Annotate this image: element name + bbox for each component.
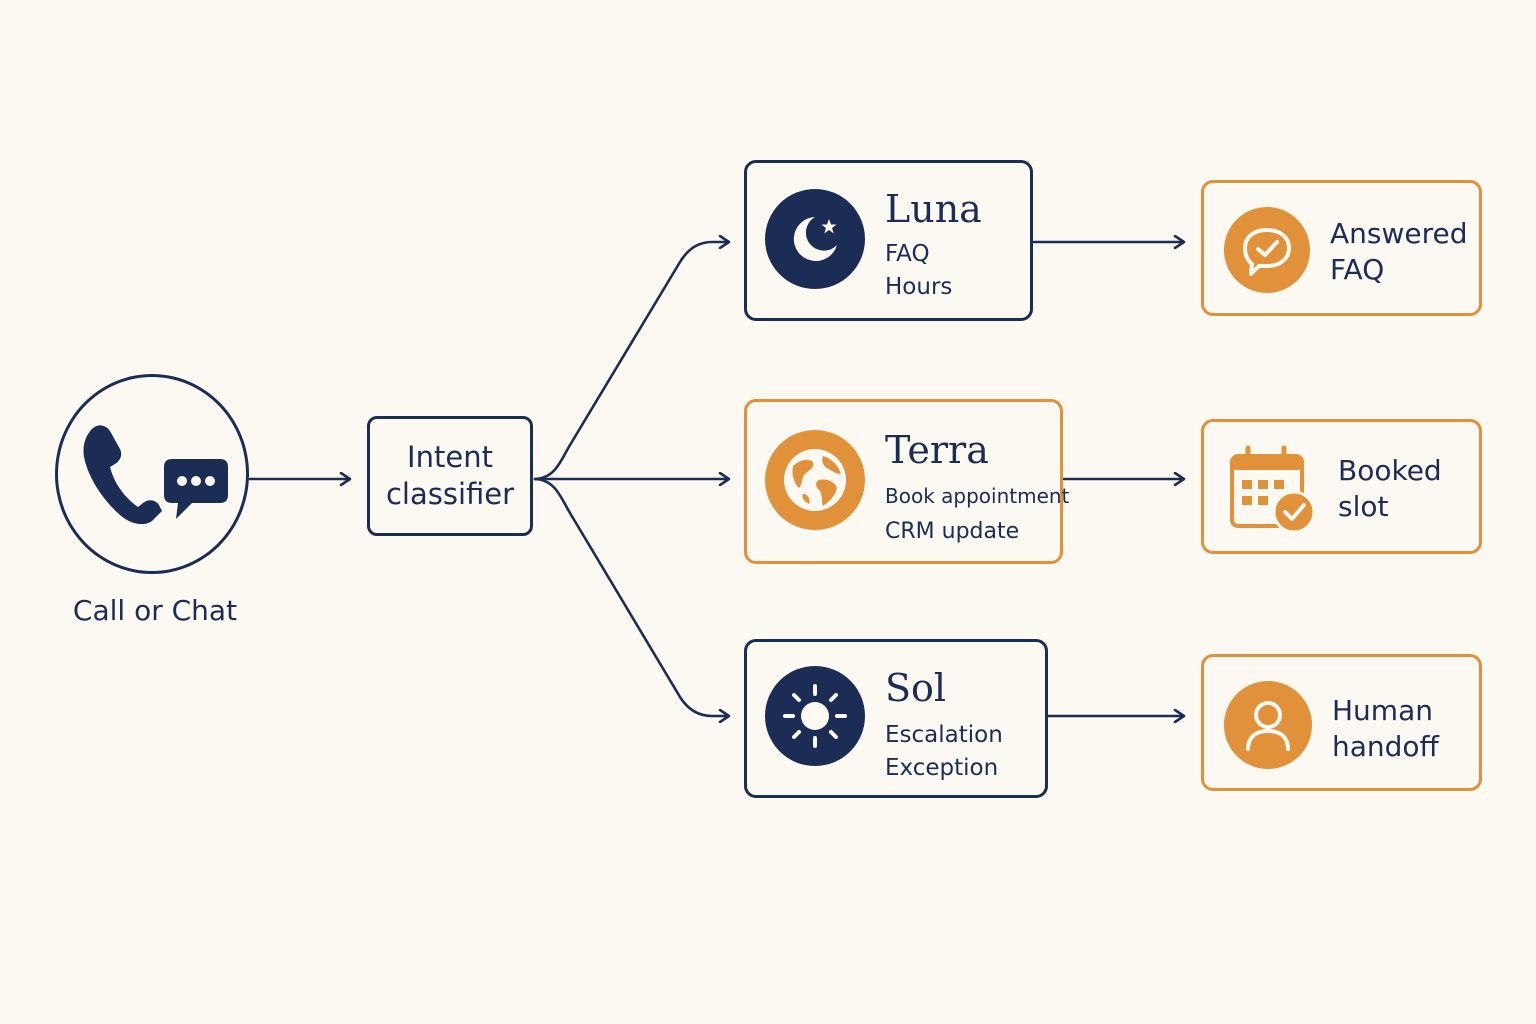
outcome-label: Human handoff bbox=[1332, 693, 1439, 765]
outcome-human-handoff-card: Human handoff bbox=[1201, 654, 1482, 791]
intent-classifier-node: Intent classifier bbox=[367, 416, 533, 536]
agent-capability: Escalation bbox=[885, 722, 1003, 748]
phone-icon bbox=[83, 425, 162, 525]
outcome-label-line1: Answered bbox=[1330, 217, 1468, 250]
classifier-label-line1: Intent bbox=[407, 440, 493, 474]
arrow-classifier-to-sol bbox=[533, 477, 728, 716]
outcome-label-line2: slot bbox=[1338, 490, 1389, 523]
agent-capability: FAQ bbox=[885, 241, 930, 267]
chat-bubble-icon bbox=[164, 459, 228, 519]
agent-name: Terra bbox=[885, 428, 989, 472]
outcome-label-line1: Booked bbox=[1338, 454, 1442, 487]
source-node bbox=[55, 374, 249, 574]
agent-name: Luna bbox=[885, 187, 982, 231]
person-icon bbox=[1224, 681, 1312, 769]
outcome-booked-slot-card: Booked slot bbox=[1201, 419, 1482, 554]
agent-capability: Book appointment bbox=[885, 484, 1070, 508]
agent-capability: Exception bbox=[885, 755, 999, 781]
outcome-label: Answered FAQ bbox=[1330, 216, 1468, 288]
outcome-label: Booked slot bbox=[1338, 453, 1442, 525]
agent-name: Sol bbox=[885, 666, 947, 710]
calendar-check-icon bbox=[1226, 442, 1318, 534]
globe-icon bbox=[765, 430, 865, 530]
agent-luna-card: Luna FAQ Hours bbox=[744, 160, 1033, 321]
agent-sol-card: Sol Escalation Exception bbox=[744, 639, 1048, 798]
sun-icon bbox=[765, 666, 865, 766]
agent-terra-card: Terra Book appointment CRM update bbox=[744, 399, 1069, 564]
outcome-label-line2: handoff bbox=[1332, 730, 1439, 763]
source-label: Call or Chat bbox=[72, 594, 238, 627]
arrow-classifier-to-luna bbox=[533, 242, 728, 481]
agent-capability: Hours bbox=[885, 274, 953, 300]
outcome-label-line2: FAQ bbox=[1330, 253, 1385, 286]
classifier-label-line2: classifier bbox=[385, 477, 515, 511]
agent-capability: CRM update bbox=[885, 519, 1020, 544]
outcome-answered-faq-card: Answered FAQ bbox=[1201, 180, 1482, 316]
chat-check-icon bbox=[1224, 207, 1310, 293]
moon-star-icon bbox=[765, 189, 865, 289]
outcome-label-line1: Human bbox=[1332, 694, 1433, 727]
